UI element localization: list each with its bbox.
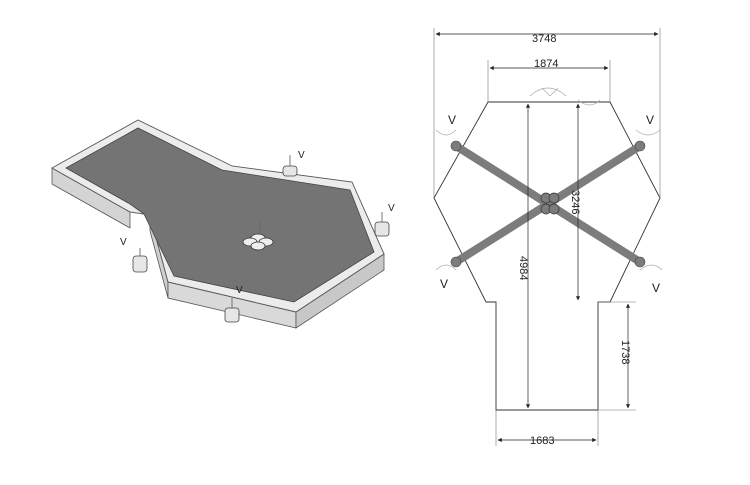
dim-tail-width: 1683 bbox=[495, 410, 599, 447]
plan-valve-label-top-left: V bbox=[448, 113, 456, 127]
iso-valve-label-bottom: V bbox=[236, 285, 243, 296]
iso-valve-label-right: V bbox=[388, 203, 395, 214]
dim-total-height-text: 4984 bbox=[517, 256, 529, 280]
plan-valve-label-top-right: V bbox=[646, 113, 654, 127]
iso-drain-cluster bbox=[242, 222, 274, 251]
iso-valve-label-top: V bbox=[298, 150, 305, 161]
isometric-view: V V V V bbox=[51, 119, 395, 329]
plan-valve-arcs bbox=[435, 87, 663, 271]
iso-valve-label-left: V bbox=[120, 237, 127, 248]
dim-overall-width-text: 3748 bbox=[532, 33, 556, 45]
iso-valve-top bbox=[282, 155, 298, 177]
dim-tail-height: 1738 bbox=[598, 301, 636, 411]
iso-valve-bottom bbox=[224, 298, 240, 323]
iso-valve-left bbox=[132, 248, 148, 273]
dim-hex-height: 3246 bbox=[569, 103, 581, 301]
iso-valve-fittings bbox=[132, 155, 390, 323]
dim-tail-height-text: 1738 bbox=[619, 340, 631, 364]
plan-view: V V V V 3748 1874 1683 4984 bbox=[433, 28, 663, 447]
dim-tail-width-text: 1683 bbox=[530, 435, 554, 447]
dim-top-width: 1874 bbox=[487, 58, 611, 102]
iso-play-surface bbox=[65, 127, 375, 303]
iso-valve-right bbox=[374, 212, 390, 237]
dim-total-height: 4984 bbox=[517, 103, 531, 409]
plan-valve-label-bottom-left: V bbox=[440, 277, 448, 291]
plan-pipes bbox=[450, 140, 646, 268]
dim-overall-width: 3748 bbox=[433, 28, 661, 198]
plan-valve-label-bottom-right: V bbox=[652, 281, 660, 295]
dim-top-width-text: 1874 bbox=[534, 58, 558, 70]
dim-hex-height-text: 3246 bbox=[569, 190, 581, 214]
plan-drain-hub bbox=[540, 192, 560, 215]
